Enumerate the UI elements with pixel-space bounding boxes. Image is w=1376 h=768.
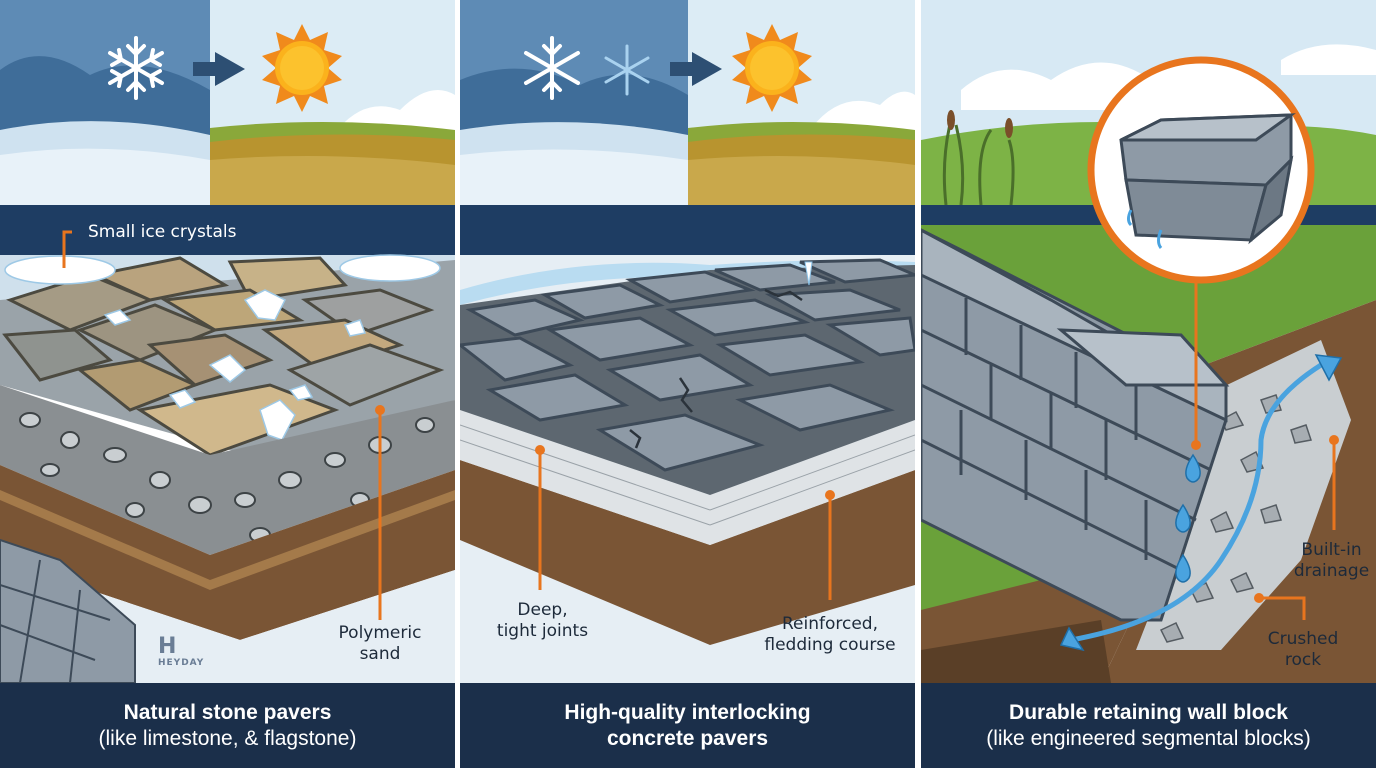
label-crushed-rock: Crushed rock [1258,629,1348,671]
callout-lines [538,450,832,600]
label-crushed-rock-line1: Crushed [1267,629,1339,649]
logo-mark: H [158,634,177,659]
label-built-in-drainage-line2: drainage [1293,561,1370,581]
gravel-base [0,385,455,555]
caption-retaining-wall-title: Durable retaining wall block [1009,700,1288,724]
label-built-in-drainage-line1: Built-in [1301,540,1362,560]
snowflake-icon [108,36,164,100]
water-drop-icon [1175,453,1201,583]
sun-icon [732,24,812,112]
label-reinforced-bedding-line2: fledding course [764,635,896,655]
logo-word: HEYDAY [158,658,205,668]
label-band [460,205,915,255]
sun-icon [262,24,342,112]
snowflake-small-icon [604,44,650,96]
callout-lines [1194,280,1336,620]
soil-layer [460,460,915,645]
stone-pavers [2,256,445,457]
caption-interlocking-pavers: High-quality interlocking concrete paver… [460,683,915,768]
flow-arrow-icon [1068,362,1324,643]
panel-natural-stone-art [0,0,455,684]
label-deep-tight-joints: Deep, tight joints [485,600,600,642]
arrow-right-icon [193,52,245,86]
caption-retaining-wall: Durable retaining wall block (like engin… [921,683,1376,768]
label-reinforced-bedding: Reinforced, fledding course [750,614,910,656]
soil-layer [0,465,455,640]
label-polymeric-sand-line1: Polymeric [338,623,422,643]
label-polymeric-sand-line2: sand [359,644,401,664]
bedding-course [460,410,915,545]
caption-retaining-wall-subtitle: (like engineered segmental blocks) [986,726,1311,750]
concrete-pavers [460,258,915,472]
label-reinforced-bedding-line1: Reinforced, [781,614,878,634]
label-polymeric-sand: Polymeric sand [330,623,430,665]
panel-interlocking-pavers-art [460,0,915,683]
caption-interlocking-pavers-title-line2: concrete pavers [606,726,769,750]
heyday-logo: H HEYDAY [158,634,205,669]
snowflake-icon [524,36,580,100]
label-small-ice-crystals: Small ice crystals [88,222,237,242]
retaining-wall [921,228,1230,622]
callout-lines [62,230,382,620]
paver-corner [0,538,136,684]
label-deep-tight-joints-line1: Deep, [517,600,568,620]
caption-natural-stone-title: Natural stone pavers [123,700,332,724]
block-closeup [1087,56,1315,284]
panel-retaining-wall: Built-in drainage Crushed rock Durable r… [921,0,1376,768]
label-crushed-rock-line2: rock [1284,650,1322,670]
panel-interlocking-pavers: Deep, tight joints Reinforced, fledding … [460,0,915,768]
panel-retaining-wall-art [921,0,1376,683]
arrow-right-icon [670,52,722,86]
icicle [804,261,813,286]
caption-natural-stone: Natural stone pavers (like limestone, & … [0,683,455,768]
label-deep-tight-joints-line2: tight joints [496,621,589,641]
label-band [0,205,455,255]
ice-crystals [4,254,441,441]
caption-natural-stone-subtitle: (like limestone, & flagstone) [98,726,357,750]
label-built-in-drainage: Built-in drainage [1289,540,1374,582]
caption-interlocking-pavers-title: High-quality interlocking [564,700,811,724]
panel-natural-stone: Small ice crystals Polymeric sand H HEYD… [0,0,455,768]
